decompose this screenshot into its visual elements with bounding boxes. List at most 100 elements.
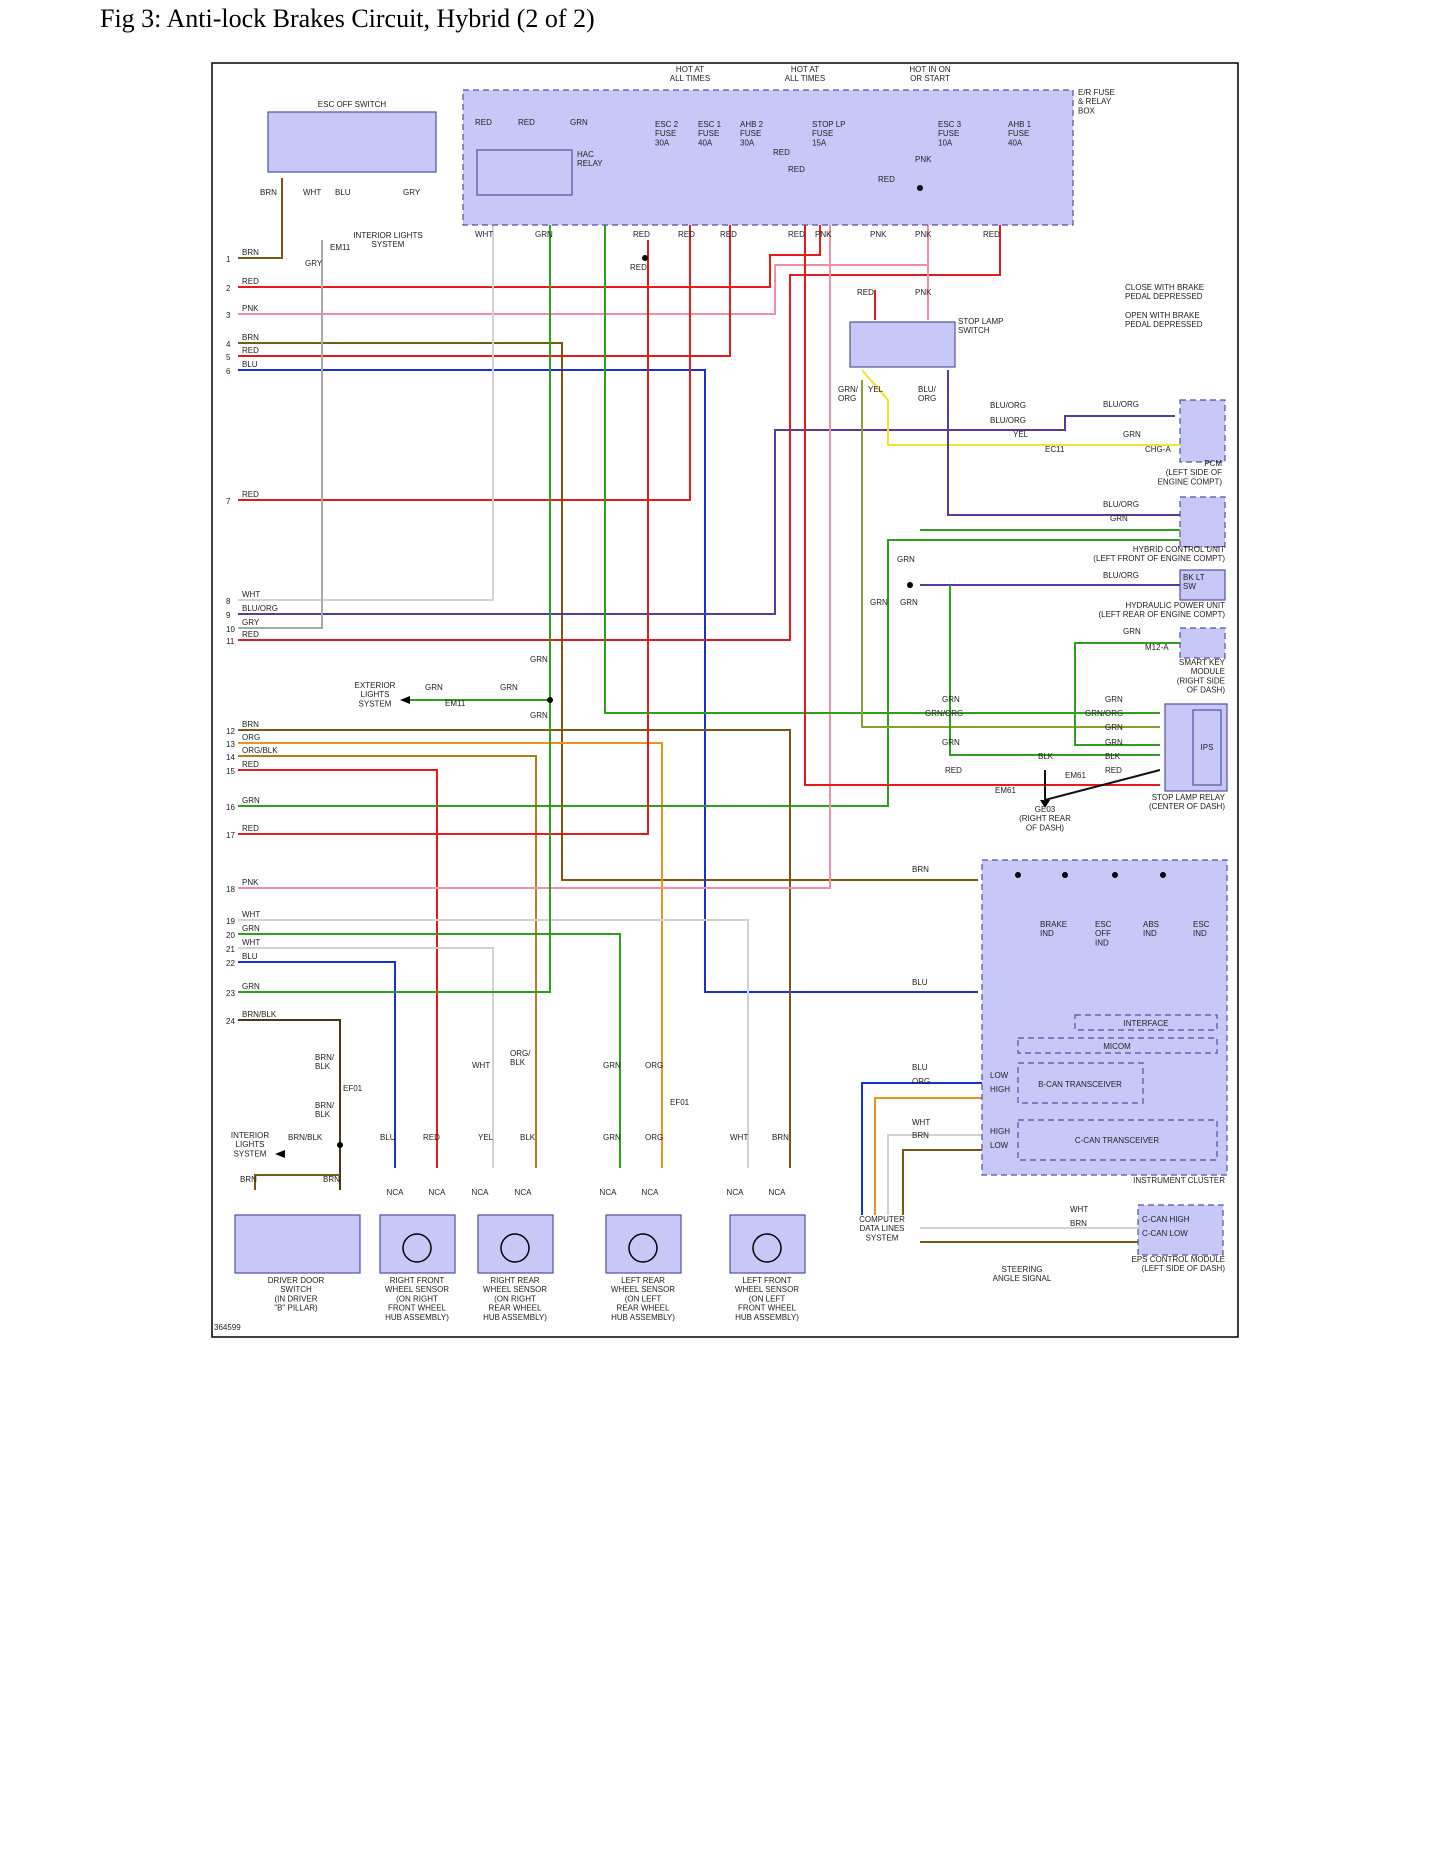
wire-color-label: PNK	[915, 288, 932, 297]
wire-color-label: WHT	[912, 1118, 930, 1127]
abs-pin-color: RED	[242, 630, 259, 639]
pcm	[1179, 399, 1226, 463]
eps-module	[1137, 1204, 1224, 1256]
nca-label: NCA	[429, 1188, 447, 1197]
wire-color-label: WHT	[472, 1061, 490, 1070]
abs-pin-number: 10	[226, 625, 235, 634]
wire-color-label: BLU	[912, 978, 928, 987]
abs-pin-number: 8	[226, 597, 231, 606]
nca-label: NCA	[387, 1188, 405, 1197]
hac-relay	[476, 149, 573, 196]
wheel-sensor-box	[605, 1214, 682, 1274]
arrow-icon	[400, 696, 410, 704]
splice-dot	[1015, 872, 1021, 878]
high-label: HIGH	[990, 1085, 1010, 1094]
abs-pin-number: 7	[226, 497, 231, 506]
abs-pin-number: 18	[226, 885, 235, 894]
wire-pin20-grn	[238, 933, 621, 1168]
wire-pin9-bluorg	[238, 415, 1175, 615]
cluster-label: INSTRUMENT CLUSTER	[1133, 1176, 1225, 1185]
abs-pin-number: 20	[226, 931, 235, 940]
low-label: LOW	[990, 1141, 1009, 1150]
wheel-sensor-icon	[628, 1233, 658, 1263]
wire-color-label: GRN	[1105, 695, 1123, 704]
ips-module	[1192, 709, 1222, 786]
nca-label: NCA	[472, 1188, 490, 1197]
wire-color-label: RED	[518, 118, 535, 127]
abs-pin-number: 15	[226, 767, 235, 776]
connector-id: EF01	[670, 1098, 690, 1107]
wire-pin23-grn	[238, 205, 551, 993]
wire-color-label: GRN	[1105, 723, 1123, 732]
wire-color-label: RED	[773, 148, 790, 157]
hydraulic-power-unit	[1179, 569, 1226, 601]
wire-color-label: GRN	[425, 683, 443, 692]
wire-pin7-red	[238, 105, 691, 501]
wire-color-label: RED	[475, 118, 492, 127]
wire-color-label: GRN/ORG	[838, 385, 859, 403]
abs-pin-number: 2	[226, 284, 231, 293]
wire-pin6-blu	[238, 369, 978, 993]
abs-pin-number: 9	[226, 611, 231, 620]
wire-color-label: GRN	[603, 1133, 621, 1142]
wire-color-label: PNK	[870, 230, 887, 239]
wire-color-label: BLU	[335, 188, 351, 197]
low-label: LOW	[990, 1071, 1009, 1080]
wire-color-label: PNK	[915, 155, 932, 164]
smart-key-module	[1179, 627, 1226, 659]
abs-pin-color: RED	[242, 277, 259, 286]
abs-pin-color: RED	[242, 346, 259, 355]
wheel-sensor-icon	[402, 1233, 432, 1263]
wire-color-label: GRN	[942, 738, 960, 747]
abs-pin-number: 4	[226, 340, 231, 349]
connector-id: M12-A	[1145, 643, 1169, 652]
splice-dot	[917, 185, 923, 191]
wire-color-label: BLK	[1105, 752, 1121, 761]
wire-color-label: GRN	[897, 555, 915, 564]
wire-color-label: WHT	[1070, 1205, 1088, 1214]
abs-pin-number: 23	[226, 989, 235, 998]
wire-color-label: BRN	[912, 1131, 929, 1140]
wire-color-label: BLU	[380, 1133, 396, 1142]
wire-pin4-brn	[238, 342, 978, 881]
wire-color-label: BLK	[520, 1133, 536, 1142]
wire-color-label: GRN	[1123, 627, 1141, 636]
hybrid-control-unit	[1179, 496, 1226, 548]
wire-pin17-red	[238, 240, 649, 835]
wire-relay-red	[804, 105, 1160, 786]
wire-color-label: BRN	[772, 1133, 789, 1142]
abs-pin-color: RED	[242, 490, 259, 499]
ips-label: IPS	[1201, 743, 1214, 752]
diagram-frame	[211, 62, 1239, 1338]
wire-color-label: BRN/BLK	[288, 1133, 323, 1142]
micom-label: MICOM	[1103, 1042, 1131, 1051]
wire-pin14-orgblk	[238, 755, 537, 1168]
wire-cluster-brn	[902, 1149, 1000, 1215]
wire-color-label: BRN	[912, 865, 929, 874]
stop-lamp-switch	[849, 321, 956, 368]
connector-id: EM11	[330, 243, 351, 252]
wire-pin1-brn	[238, 178, 283, 259]
abs-pin-color: WHT	[242, 590, 260, 599]
wire-color-label: YEL	[1013, 430, 1029, 439]
wire-door-brn	[254, 1174, 340, 1190]
splice-dot	[642, 255, 648, 261]
micom-block	[1017, 1037, 1218, 1054]
wire-color-label: BLU/ORG	[1103, 500, 1139, 509]
wheel-sensor-box	[729, 1214, 806, 1274]
wire-pin19-wht	[238, 919, 749, 1168]
